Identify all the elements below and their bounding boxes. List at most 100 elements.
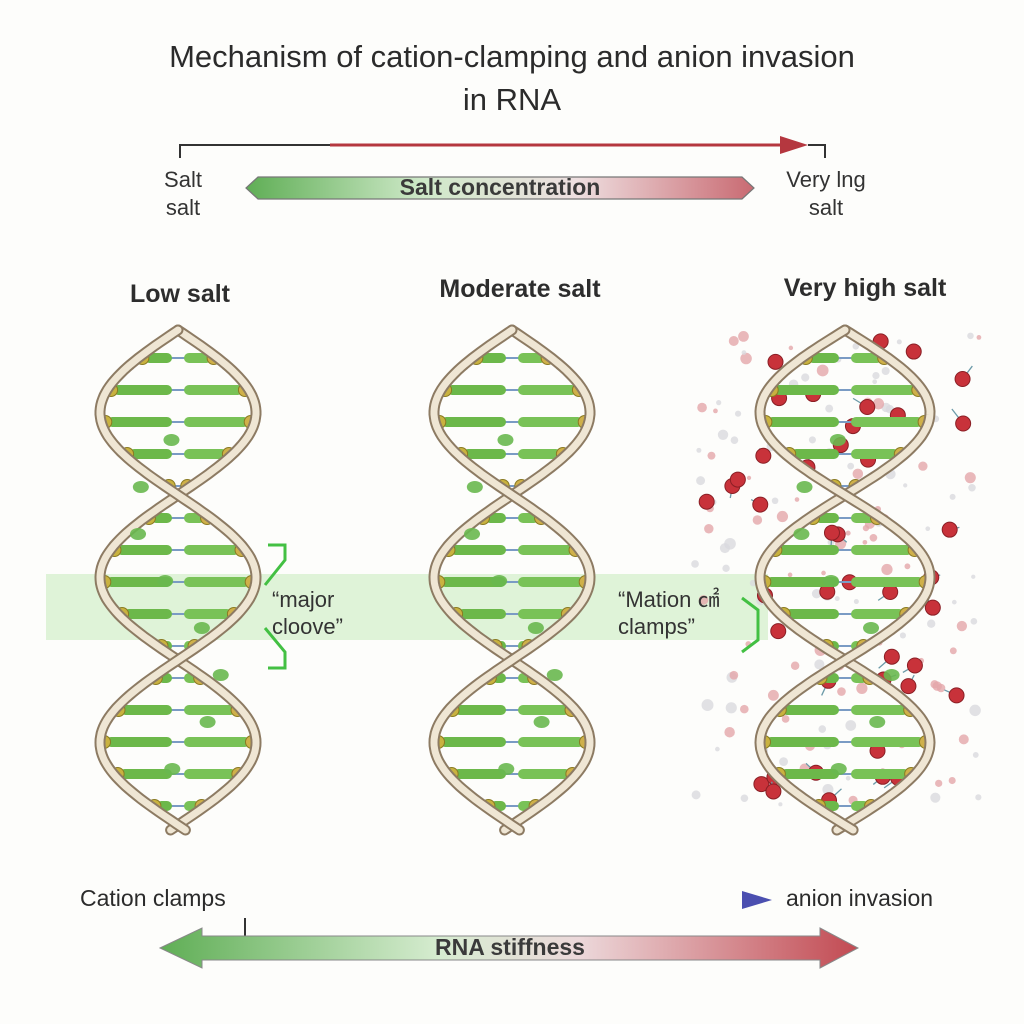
ion-speck xyxy=(738,331,749,342)
ion-speck xyxy=(935,779,943,787)
panel-title-very-high-salt: Very high salt xyxy=(783,274,947,302)
base-block xyxy=(851,705,909,715)
ion-speck xyxy=(896,339,902,345)
salt-concentration-bar xyxy=(245,176,755,200)
cation-bead xyxy=(830,763,847,775)
base-block xyxy=(518,705,570,715)
ion-speck xyxy=(707,451,716,460)
base-block xyxy=(106,577,172,587)
ion-speck xyxy=(853,599,859,605)
anion-bead xyxy=(924,599,941,616)
ion-speck xyxy=(696,447,702,453)
cation-bead xyxy=(793,528,810,540)
cation-clamps-annotation-line2: clamps” xyxy=(618,614,696,639)
ion-speck xyxy=(918,461,928,471)
base-block xyxy=(518,577,584,587)
anion-bead xyxy=(859,398,876,415)
backbone-strand xyxy=(756,326,934,834)
salt-low-label-line2: salt xyxy=(165,195,201,220)
anion-bead xyxy=(883,648,900,665)
backbone-strand xyxy=(430,326,594,834)
ion-speck xyxy=(749,579,757,587)
base-block xyxy=(447,385,506,395)
ion-speck xyxy=(788,345,794,351)
salt-low-label-line1: Salt xyxy=(164,167,202,192)
base-block xyxy=(851,609,905,619)
cation-clamps-label: Cation clamps xyxy=(80,885,226,911)
helix-moderate-salt xyxy=(428,324,596,836)
rna-stiffness-label: RNA stiffness xyxy=(435,934,585,960)
ion-speck xyxy=(728,336,739,346)
base-block xyxy=(851,737,924,747)
base-block xyxy=(440,577,506,587)
base-block xyxy=(780,769,839,779)
base-block xyxy=(107,417,172,427)
ion-speck xyxy=(715,746,720,752)
salt-arrow xyxy=(179,136,826,158)
base-block xyxy=(458,609,506,619)
cation-bead xyxy=(497,434,514,446)
ion-speck xyxy=(691,790,701,800)
ion-speck xyxy=(869,533,878,542)
ion-speck xyxy=(814,659,825,670)
base-block xyxy=(781,705,839,715)
cation-bead xyxy=(132,481,149,493)
ion-speck xyxy=(790,661,800,670)
ion-speck xyxy=(781,715,790,723)
base-block xyxy=(518,609,566,619)
anion-bead xyxy=(905,343,922,360)
cation-clamps-annotation-line1: “Mation ㎠ xyxy=(618,587,720,612)
ion-speck xyxy=(724,726,735,738)
ion-speck xyxy=(801,373,810,382)
base-block xyxy=(766,577,839,587)
base-block xyxy=(518,449,561,459)
base-block xyxy=(184,417,249,427)
ion-speck xyxy=(845,530,851,536)
groove-bracket-left xyxy=(263,543,287,670)
backbone-strand xyxy=(96,326,260,834)
ion-speck xyxy=(740,352,752,365)
ion-speck xyxy=(932,681,942,691)
ion-speck xyxy=(856,682,868,694)
ion-speck xyxy=(951,599,957,605)
panel-title-low-salt: Low salt xyxy=(129,280,230,308)
ion-speck xyxy=(970,617,978,625)
cation-bead xyxy=(863,622,880,634)
ion-speck xyxy=(697,402,707,413)
base-block xyxy=(184,353,212,363)
base-block xyxy=(851,769,910,779)
cation-bead xyxy=(796,481,813,493)
ion-speck xyxy=(779,757,788,767)
base-block xyxy=(454,705,506,715)
cation-bead xyxy=(527,622,544,634)
ion-speck xyxy=(776,510,789,523)
ion-speck xyxy=(767,689,779,701)
base-block xyxy=(184,769,237,779)
base-block xyxy=(518,385,577,395)
ion-speck xyxy=(904,563,911,570)
base-block xyxy=(450,545,506,555)
ion-speck xyxy=(808,436,816,444)
ion-speck xyxy=(899,632,906,639)
ion-speck xyxy=(852,343,860,350)
cation-bead xyxy=(883,669,900,681)
ion-speck xyxy=(881,563,893,576)
ion-speck xyxy=(925,526,931,532)
salt-high-label-line1: Very lng xyxy=(786,167,866,192)
cation-bead xyxy=(822,575,839,587)
base-block xyxy=(518,417,583,427)
diagram-title-line2: in RNA xyxy=(462,82,562,117)
ion-speck xyxy=(722,564,730,572)
cation-bead xyxy=(869,716,886,728)
ion-speck xyxy=(845,775,851,781)
base-block xyxy=(518,545,574,555)
base-block xyxy=(777,545,839,555)
major-groove-annotation-line1: “major xyxy=(272,587,335,612)
ion-speck xyxy=(948,777,956,785)
base-block xyxy=(106,737,172,747)
ion-speck xyxy=(949,647,957,655)
cation-bead xyxy=(466,481,483,493)
base-block xyxy=(807,353,839,363)
base-block xyxy=(119,769,172,779)
base-block xyxy=(518,769,571,779)
